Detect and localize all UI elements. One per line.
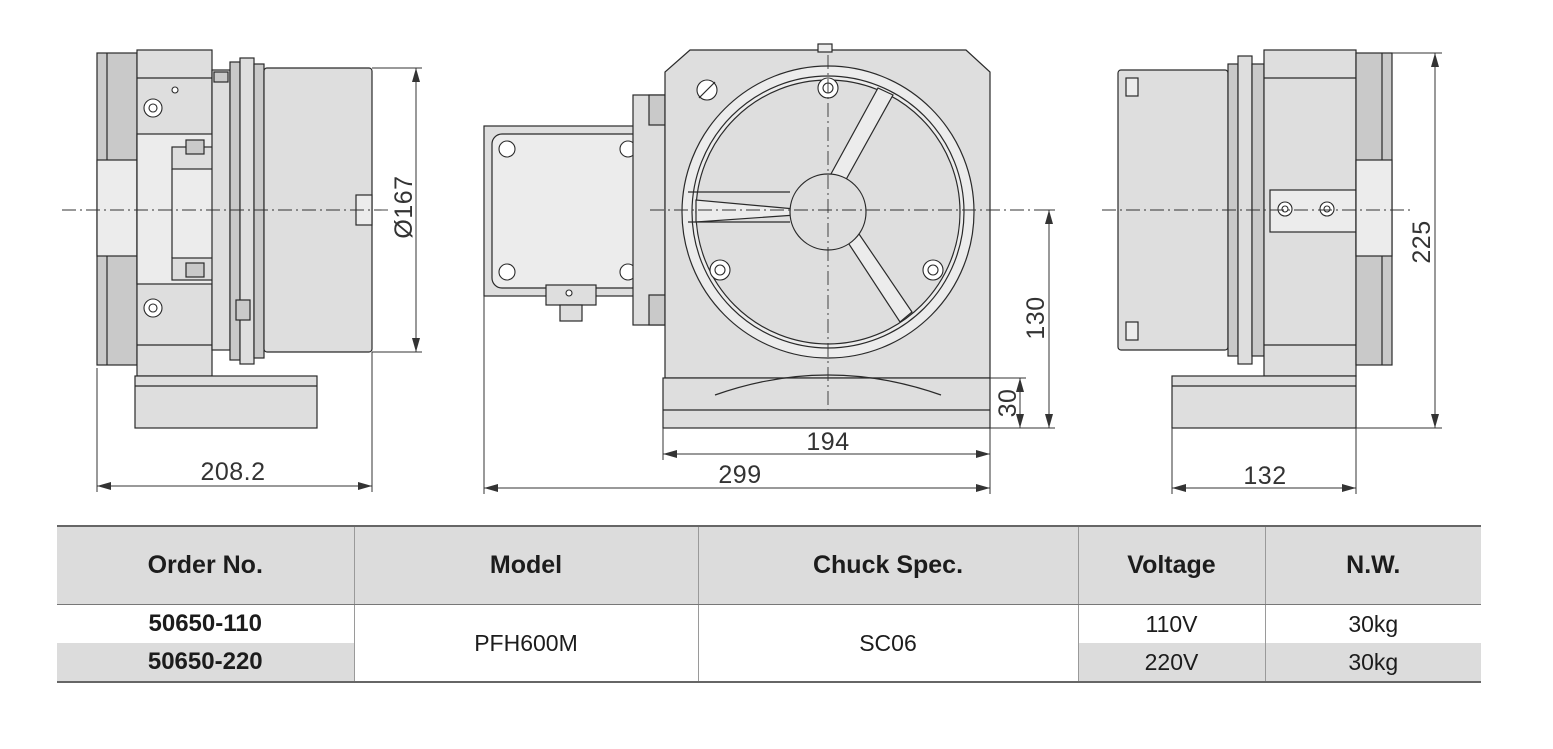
header-model: Model: [353, 525, 699, 605]
cell-voltage: 110V: [1077, 604, 1266, 643]
cell-order-no: 50650-220: [57, 643, 355, 683]
dim-right-width: 132: [1243, 462, 1286, 490]
table-row: 50650-110 PFH600M SC06 110V 30kg: [57, 604, 1481, 683]
dim-diameter: Ø167: [390, 175, 418, 238]
dim-base-height: 30: [994, 389, 1022, 418]
cell-chuck-spec: SC06: [697, 604, 1079, 683]
right-base: [1171, 375, 1357, 429]
right-side-view: [1102, 49, 1442, 494]
table-row: 50650-220 220V 30kg: [57, 643, 1481, 683]
cell-order-no: 50650-110: [57, 604, 355, 643]
technical-drawing: 208.2 Ø167 194 299 30 130 132 225: [62, 43, 1442, 494]
header-chuck-spec: Chuck Spec.: [697, 525, 1079, 605]
cell-weight: 30kg: [1264, 643, 1481, 683]
cell-model: PFH600M: [353, 604, 699, 683]
cell-voltage: 220V: [1077, 643, 1266, 683]
header-net-weight: N.W.: [1264, 525, 1481, 605]
front-base: [662, 377, 991, 429]
left-side-view: [62, 49, 422, 492]
cell-weight: 30kg: [1264, 604, 1481, 643]
header-order-no: Order No.: [57, 525, 355, 605]
header-voltage: Voltage: [1077, 525, 1266, 605]
left-base: [134, 375, 318, 429]
dim-table-width: 194: [806, 428, 849, 456]
dim-front-width: 299: [718, 461, 761, 489]
spec-table: Order No. Model Chuck Spec. Voltage N.W.…: [57, 525, 1481, 683]
front-view: [483, 43, 1055, 494]
dim-overall-height: 225: [1408, 220, 1436, 263]
dim-center-height: 130: [1022, 296, 1050, 339]
table-header-row: Order No. Model Chuck Spec. Voltage N.W.: [57, 525, 1481, 605]
dim-side-width: 208.2: [200, 458, 265, 486]
